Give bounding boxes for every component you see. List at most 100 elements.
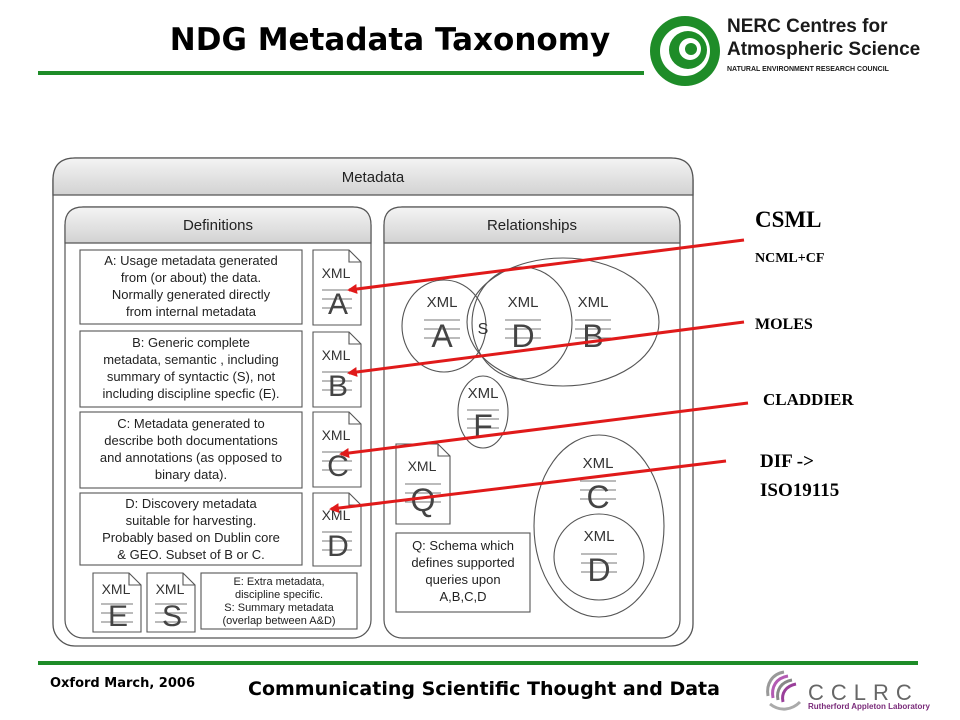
svg-text:E: E: [108, 600, 128, 633]
relationships-panel-header: [383, 206, 681, 244]
svg-text:C: C: [327, 450, 349, 483]
cclrc-subtitle: Rutherford Appleton Laboratory: [808, 702, 930, 711]
svg-text:XML: XML: [322, 427, 351, 443]
svg-text:D: D: [327, 530, 349, 563]
nerc-logo-text-1: NERC Centres for: [727, 16, 888, 37]
xml-document-B-icon: XML B: [312, 331, 362, 408]
definition-C: C: Metadata generated to describe both d…: [79, 411, 303, 489]
svg-text:XML: XML: [322, 507, 351, 523]
definition-D-line-3: Probably based on Dublin core: [102, 530, 280, 545]
definition-C-line-2: describe both documentations: [104, 433, 278, 448]
metadata-title: Metadata: [342, 169, 405, 186]
svg-text:XML: XML: [583, 455, 614, 472]
title-underline: [38, 71, 644, 75]
es-note-line-1: E: Extra metadata,: [233, 576, 324, 588]
svg-text:XML: XML: [584, 528, 615, 545]
label-csml: CSML: [755, 207, 822, 232]
es-note-line-3: S: Summary metadata: [224, 602, 334, 614]
definition-C-line-1: C: Metadata generated to: [117, 416, 264, 431]
xml-document-D-icon: XML D: [312, 492, 362, 567]
svg-text:XML: XML: [578, 294, 609, 311]
xml-document-Q-icon: XML Q: [395, 443, 451, 525]
metadata-panel-header: [52, 157, 694, 196]
venn-overlap-S: S: [478, 321, 489, 338]
definition-D-line-1: D: Discovery metadata: [125, 496, 257, 511]
svg-text:F: F: [473, 408, 493, 444]
label-dif: DIF ->: [760, 451, 814, 472]
svg-text:A: A: [431, 318, 453, 354]
definition-C-line-4: binary data).: [155, 467, 227, 482]
label-ncml-cf: NCML+CF: [755, 251, 825, 266]
svg-text:D: D: [511, 318, 534, 354]
svg-text:XML: XML: [408, 458, 437, 474]
definition-D: D: Discovery metadata suitable for harve…: [79, 492, 303, 566]
nerc-logo-text-3: NATURAL ENVIRONMENT RESEARCH COUNCIL: [727, 66, 889, 73]
q-note: Q: Schema which defines supported querie…: [395, 532, 531, 613]
definition-C-line-3: and annotations (as opposed to: [100, 450, 282, 465]
svg-text:XML: XML: [468, 385, 499, 402]
label-claddier: CLADDIER: [763, 390, 854, 409]
rel-ellipse-C: [533, 434, 665, 618]
cclrc-logo-icon: [766, 670, 802, 711]
nerc-logo-icon: [650, 16, 720, 86]
q-note-line-2: defines supported: [411, 555, 514, 570]
q-note-line-3: queries upon: [425, 572, 500, 587]
svg-text:S: S: [162, 600, 182, 633]
venn-circle-A: [401, 279, 487, 373]
svg-text:XML: XML: [322, 347, 351, 363]
footer-title: Communicating Scientific Thought and Dat…: [248, 678, 720, 700]
rel-xml-B: XML B: [575, 294, 611, 354]
xml-document-S-icon: XML S: [146, 572, 196, 633]
arrow-csml-to-A: [347, 238, 745, 294]
definition-A-line-1: A: Usage metadata generated: [104, 253, 277, 268]
xml-document-A-icon: XML A: [312, 249, 362, 326]
definition-D-line-2: suitable for harvesting.: [126, 513, 257, 528]
q-note-line-1: Q: Schema which: [412, 538, 514, 553]
svg-text:XML: XML: [156, 581, 185, 597]
svg-text:XML: XML: [427, 294, 458, 311]
definition-B-line-1: B: Generic complete: [132, 335, 250, 350]
nerc-logo-text-2: Atmospheric Science: [727, 39, 921, 60]
definitions-panel-header: [64, 206, 372, 244]
svg-text:XML: XML: [322, 265, 351, 281]
venn-ellipse-DB: [466, 257, 660, 387]
xml-document-C-icon: XML C: [312, 411, 362, 488]
svg-text:B: B: [582, 318, 603, 354]
rel-xml-C: XML C: [580, 455, 616, 515]
es-note: E: Extra metadata, discipline specific. …: [200, 572, 358, 630]
definition-D-line-4: & GEO. Subset of B or C.: [117, 547, 264, 562]
definition-A-line-3: Normally generated directly: [112, 287, 271, 302]
xml-document-E-icon: XML E: [92, 572, 142, 633]
svg-text:XML: XML: [102, 581, 131, 597]
rel-circle-F: [457, 375, 509, 449]
svg-text:A: A: [328, 288, 348, 321]
es-note-line-4: (overlap between A&D): [222, 615, 335, 627]
arrow-moles-to-B: [347, 320, 745, 377]
slide-title: NDG Metadata Taxonomy: [169, 22, 611, 58]
footer-rule: [38, 661, 918, 665]
definition-B-line-2: metadata, semantic , including: [103, 352, 279, 367]
svg-text:C: C: [586, 479, 609, 515]
definition-A-line-2: from (or about) the data.: [121, 270, 261, 285]
footer-date: Oxford March, 2006: [50, 676, 195, 691]
rel-xml-A: XML A: [424, 294, 460, 354]
svg-text:B: B: [328, 370, 348, 403]
label-moles: MOLES: [755, 316, 813, 333]
definition-A: A: Usage metadata generated from (or abo…: [79, 249, 303, 325]
arrow-claddier-to-C: [339, 401, 749, 458]
definition-B: B: Generic complete metadata, semantic ,…: [79, 330, 303, 408]
rel-xml-D2: XML D: [581, 528, 617, 588]
svg-text:XML: XML: [508, 294, 539, 311]
arrow-dif-to-D: [329, 459, 727, 513]
relationships-title: Relationships: [487, 217, 577, 234]
definition-B-line-4: including discipline specfic (E).: [102, 386, 279, 401]
definitions-title: Definitions: [183, 217, 253, 234]
cclrc-name: CCLRC: [808, 680, 919, 705]
label-iso19115: ISO19115: [760, 480, 840, 501]
q-note-line-4: A,B,C,D: [440, 589, 487, 604]
definition-A-line-4: from internal metadata: [126, 304, 257, 319]
definition-B-line-3: summary of syntactic (S), not: [107, 369, 276, 384]
rel-circle-D2: [553, 513, 645, 601]
es-note-line-2: discipline specific.: [235, 589, 323, 601]
